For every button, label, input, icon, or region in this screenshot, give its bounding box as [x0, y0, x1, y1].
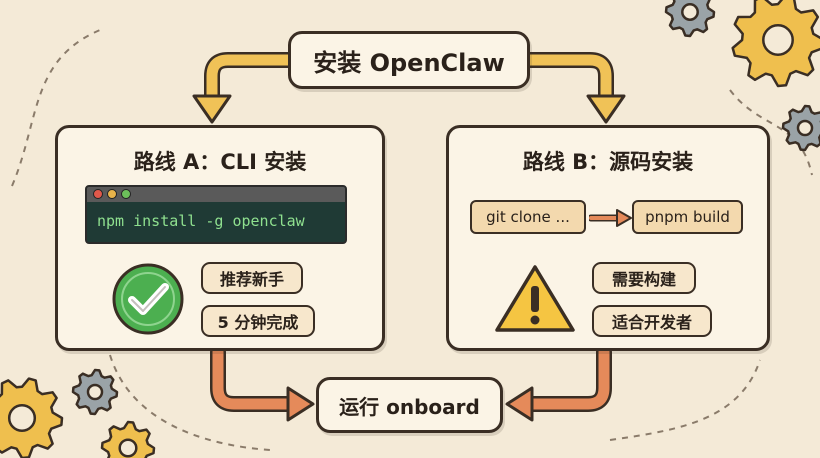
arrow-head-a [192, 94, 232, 124]
arrow-head-b [586, 94, 626, 124]
tag-recommended-beginners: 推荐新手 [201, 262, 303, 294]
terminal-titlebar [87, 187, 345, 202]
arrow-head-run-b [505, 386, 534, 422]
install-command: npm install -g openclaw [97, 212, 305, 230]
run-onboard-node: 运行 onboard [316, 377, 503, 433]
check-circle-icon [112, 263, 184, 335]
gear-icon-hole [762, 24, 794, 56]
window-maximize-dot-icon [121, 189, 131, 199]
path-b-panel: 路线 B：源码安装 git clone ... pnpm build 需要构建 … [446, 125, 770, 351]
gear-icon-hole [7, 403, 37, 433]
tag-requires-build: 需要构建 [592, 262, 696, 294]
title-node: 安装 OpenClaw [288, 31, 530, 89]
tag-five-minutes: 5 分钟完成 [201, 305, 315, 337]
window-minimize-dot-icon [107, 189, 117, 199]
step-pnpm-build: pnpm build [632, 200, 743, 234]
path-a-panel: 路线 A：CLI 安装 npm install -g openclaw 推荐新手… [55, 125, 385, 351]
tag-for-developers: 适合开发者 [592, 305, 712, 337]
diagram-title: 安装 OpenClaw [313, 48, 505, 77]
run-onboard-label: 运行 onboard [339, 394, 480, 419]
gear-icon-hole [86, 383, 104, 401]
gear-icon-hole [681, 3, 699, 21]
window-close-dot-icon [93, 189, 103, 199]
path-b-heading: 路线 B：源码安装 [522, 150, 694, 174]
terminal-window: npm install -g openclaw [85, 185, 347, 244]
path-a-heading: 路线 A：CLI 安装 [133, 150, 307, 174]
step-git-clone: git clone ... [470, 200, 586, 234]
gear-icon-hole [796, 119, 814, 137]
gear-icon-hole [118, 438, 138, 458]
warning-triangle-icon [495, 265, 575, 332]
arrow-a-to-run [210, 344, 298, 412]
arrow-b-to-run [522, 344, 612, 412]
right-arrow-icon [589, 209, 632, 227]
arrow-head-run-a [286, 386, 315, 422]
